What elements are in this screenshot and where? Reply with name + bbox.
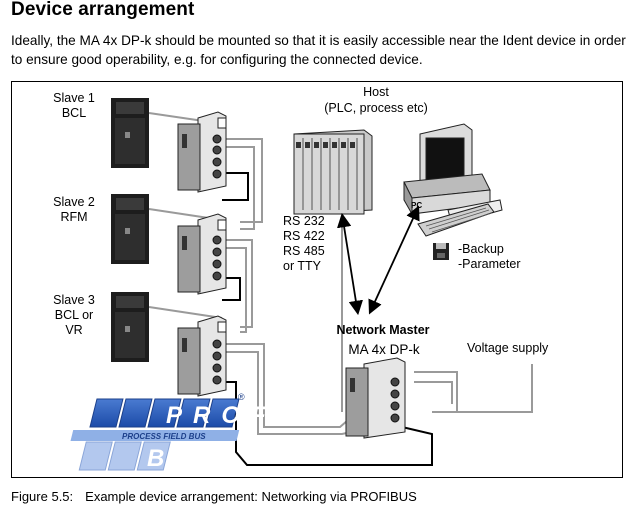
- interface-rs232: RS 232: [283, 214, 325, 228]
- pc-label: PC: [411, 201, 422, 210]
- pc-master-arrow: [368, 205, 420, 315]
- figure-frame: Slave 1 BCL Slave 2 RFM Slave 3 BCL or V…: [11, 81, 623, 478]
- host-subtitle: (PLC, process etc): [324, 101, 428, 115]
- interface-tty: or TTY: [283, 259, 322, 273]
- slave-1-label-line2: BCL: [62, 106, 86, 120]
- profibus-logo-subtitle: PROCESS FIELD BUS: [122, 432, 206, 441]
- interface-rs422: RS 422: [283, 229, 325, 243]
- slave-3-device: [111, 292, 149, 362]
- registered-mark: ®: [238, 392, 245, 402]
- host-title: Host: [363, 85, 389, 99]
- profibus-logo: PROFI PROCESS FIELD BUS BUS ®: [70, 392, 294, 472]
- floppy-disk-icon: [433, 243, 449, 260]
- network-master-device: [345, 357, 406, 439]
- connector-box-1: [177, 111, 227, 193]
- slave-1-device: [111, 98, 149, 168]
- device-arrangement-diagram: Slave 1 BCL Slave 2 RFM Slave 3 BCL or V…: [53, 85, 549, 472]
- connector-box-3: [177, 315, 227, 397]
- slave-3-label-line2: BCL or: [55, 308, 93, 322]
- profibus-line: [222, 172, 433, 466]
- backup-label: -Backup: [458, 242, 504, 256]
- figure-number: Figure 5.5:: [11, 489, 74, 504]
- connector-box-2: [177, 213, 227, 295]
- profibus-logo-bottom: BUS: [147, 445, 231, 472]
- network-master-model: MA 4x DP-k: [348, 342, 420, 357]
- section-heading: Device arrangement: [11, 0, 195, 20]
- interface-rs485: RS 485: [283, 244, 325, 258]
- figure-caption-text: Example device arrangement: Networking v…: [85, 489, 417, 504]
- slave-1-label-line1: Slave 1: [53, 91, 95, 105]
- slave-2-device: [111, 194, 149, 264]
- profibus-logo-top: PROFI: [166, 402, 294, 429]
- slave-3-label-line3: VR: [65, 323, 82, 337]
- parameter-label: -Parameter: [458, 257, 521, 271]
- voltage-supply-label: Voltage supply: [467, 341, 549, 355]
- slave-3-label-line1: Slave 3: [53, 293, 95, 307]
- host-plc-rack: [293, 129, 373, 215]
- figure-caption: Figure 5.5: Example device arrangement: N…: [11, 489, 417, 504]
- network-master-title: Network Master: [336, 323, 429, 337]
- host-master-arrow: [337, 212, 363, 316]
- gray-cables: [148, 112, 533, 435]
- pc-workstation: [403, 123, 503, 237]
- intro-paragraph: Ideally, the MA 4x DP-k should be mounte…: [11, 33, 626, 67]
- slave-2-label-line2: RFM: [60, 210, 87, 224]
- slave-2-label-line1: Slave 2: [53, 195, 95, 209]
